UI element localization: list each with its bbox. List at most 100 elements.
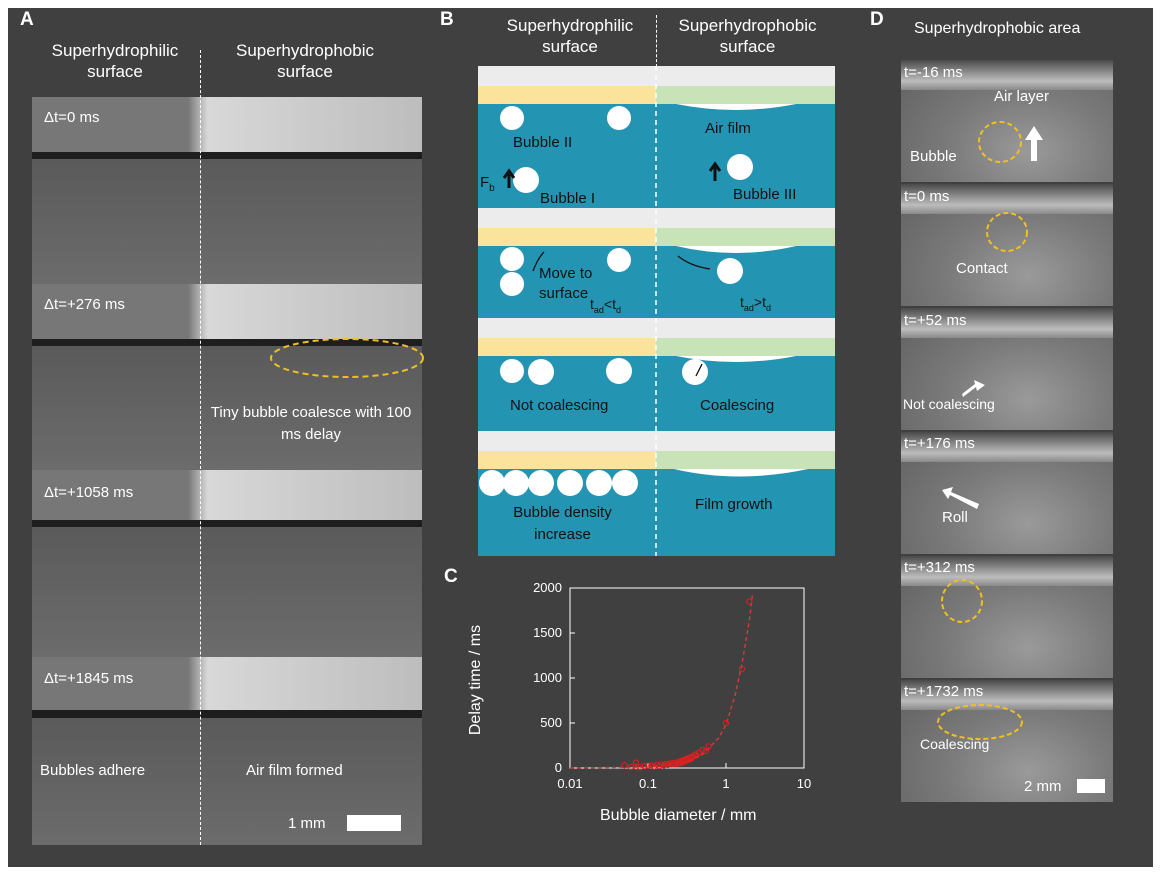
- panel-b-header-left: Superhydrophilic surface: [506, 16, 634, 56]
- frame-d3: [901, 308, 1113, 430]
- air-film-3: [676, 356, 796, 362]
- panel-a-photo: [32, 97, 424, 845]
- data-point: [664, 761, 672, 769]
- frame-d4: [901, 432, 1113, 554]
- panel-d-header: Superhydrophobic area: [914, 20, 1081, 37]
- label-not-coalescing: Not coalescing: [510, 397, 609, 414]
- data-point: [746, 598, 753, 605]
- panel-a-header-right: Superhydrophobic surface: [236, 41, 374, 81]
- data-point: [722, 719, 730, 727]
- air-film-4: [674, 469, 808, 477]
- frame-a3-water: [32, 527, 422, 657]
- y-tick-label: 500: [540, 715, 562, 730]
- bubble-ii-left: [500, 106, 524, 130]
- air-film-1: [676, 104, 796, 110]
- chart-y-label: Delay time / ms: [467, 624, 484, 736]
- chart-frame: [569, 587, 805, 769]
- frame-a3-top: [32, 470, 422, 520]
- y-tick-label: 0: [555, 760, 562, 775]
- frame-a4-caption-left: Bubbles adhere: [40, 762, 146, 779]
- panel-b-header-divider: [656, 15, 657, 67]
- label-fb: Fb: [480, 174, 495, 194]
- x-tick-label: 0.1: [639, 776, 657, 791]
- frame-d4-time: t=+176 ms: [904, 435, 975, 452]
- frame-a4-time: Δt=+1845 ms: [44, 670, 134, 687]
- data-point: [632, 763, 640, 770]
- frame-a2-top: [32, 284, 422, 339]
- frame-a1-top: [32, 97, 422, 152]
- y-tick-label: 1500: [533, 625, 562, 640]
- label-bubble-ii: Bubble II: [513, 134, 573, 151]
- data-point: [687, 754, 694, 761]
- panel-b-header-right: Superhydrophobic surface: [678, 16, 817, 56]
- label-move-to-surface: Move to surface: [539, 265, 593, 302]
- x-tick-label: 0.01: [557, 776, 582, 791]
- frame-a1-interface: [32, 152, 422, 159]
- frame-a3-interface: [32, 520, 422, 527]
- panel-a-header-left: Superhydrophilic surface: [51, 41, 179, 81]
- frame-d1-note-bubble: Bubble: [910, 148, 957, 165]
- chart-x-label: Bubble diameter / mm: [600, 807, 757, 824]
- bubble-ii-right: [607, 106, 631, 130]
- label-tad-lt-td: tad<td: [590, 296, 621, 315]
- frame-a1-water: [32, 159, 422, 284]
- label-air-film: Air film: [705, 120, 751, 137]
- x-tick-label: 1: [722, 776, 729, 791]
- data-point: [641, 763, 648, 770]
- data-point: [699, 746, 706, 754]
- data-point: [670, 759, 677, 767]
- data-point: [637, 764, 644, 771]
- data-point: [644, 762, 652, 769]
- panel-d-letter: D: [870, 9, 884, 30]
- frame-a3-time: Δt=+1058 ms: [44, 484, 134, 501]
- scale-bar-a-label: 1 mm: [288, 815, 326, 832]
- highlight-ellipse: [270, 338, 424, 378]
- frame-d2: [901, 184, 1113, 306]
- label-bubble-density-increase: Bubble density increase: [513, 504, 612, 543]
- fit-curve: [569, 592, 754, 769]
- frame-d6-note-coalescing: Coalescing: [920, 736, 990, 752]
- x-tick-label: 10: [797, 776, 811, 791]
- frame-a2-interface: [32, 339, 422, 346]
- frame-d1-note-air-layer: Air layer: [994, 88, 1050, 105]
- frame-d1-time: t=-16 ms: [904, 64, 963, 81]
- data-point: [738, 665, 746, 673]
- air-film-2: [676, 246, 796, 253]
- frame-a4-top: [32, 657, 422, 710]
- y-tick-label: 2000: [533, 580, 562, 595]
- scale-bar-d-label: 2 mm: [1024, 778, 1062, 795]
- frame-d1: [901, 60, 1113, 182]
- frame-d6: [901, 680, 1113, 802]
- schematic-row-3: [478, 318, 835, 431]
- frame-d5: [901, 556, 1113, 678]
- label-film-growth: Film growth: [695, 496, 773, 513]
- panel-b-schematic: [478, 66, 835, 556]
- frame-d5-time: t=+312 ms: [904, 559, 975, 576]
- bubble-iii: [727, 154, 753, 180]
- frame-a1-time: Δt=0 ms: [44, 109, 100, 126]
- frame-a2-time: Δt=+276 ms: [44, 296, 125, 313]
- label-tad-gt-td: tad>td: [740, 294, 771, 313]
- data-point: [705, 743, 712, 750]
- data-point: [621, 762, 628, 769]
- data-point: [702, 747, 709, 754]
- scale-bar-a: [347, 815, 401, 831]
- buoyancy-arrow-right: [708, 161, 722, 181]
- panel-a-letter: A: [20, 9, 34, 30]
- frame-d3-note-not-coalescing: Not coalescing: [903, 396, 995, 412]
- schematic-row-2: [478, 208, 835, 318]
- panel-b-letter: B: [440, 9, 454, 30]
- frame-a4-interface: [32, 710, 422, 718]
- frame-a4-caption-right: Air film formed: [246, 762, 343, 779]
- frame-d2-time: t=0 ms: [904, 188, 950, 205]
- label-bubble-iii: Bubble III: [733, 186, 797, 203]
- bubble-i: [513, 167, 539, 193]
- label-coalescing: Coalescing: [700, 397, 775, 414]
- buoyancy-arrow-left: [502, 168, 516, 188]
- frame-d2-note-contact: Contact: [956, 260, 1008, 277]
- panel-a-divider: [200, 50, 201, 845]
- frame-d6-time: t=+1732 ms: [904, 683, 984, 700]
